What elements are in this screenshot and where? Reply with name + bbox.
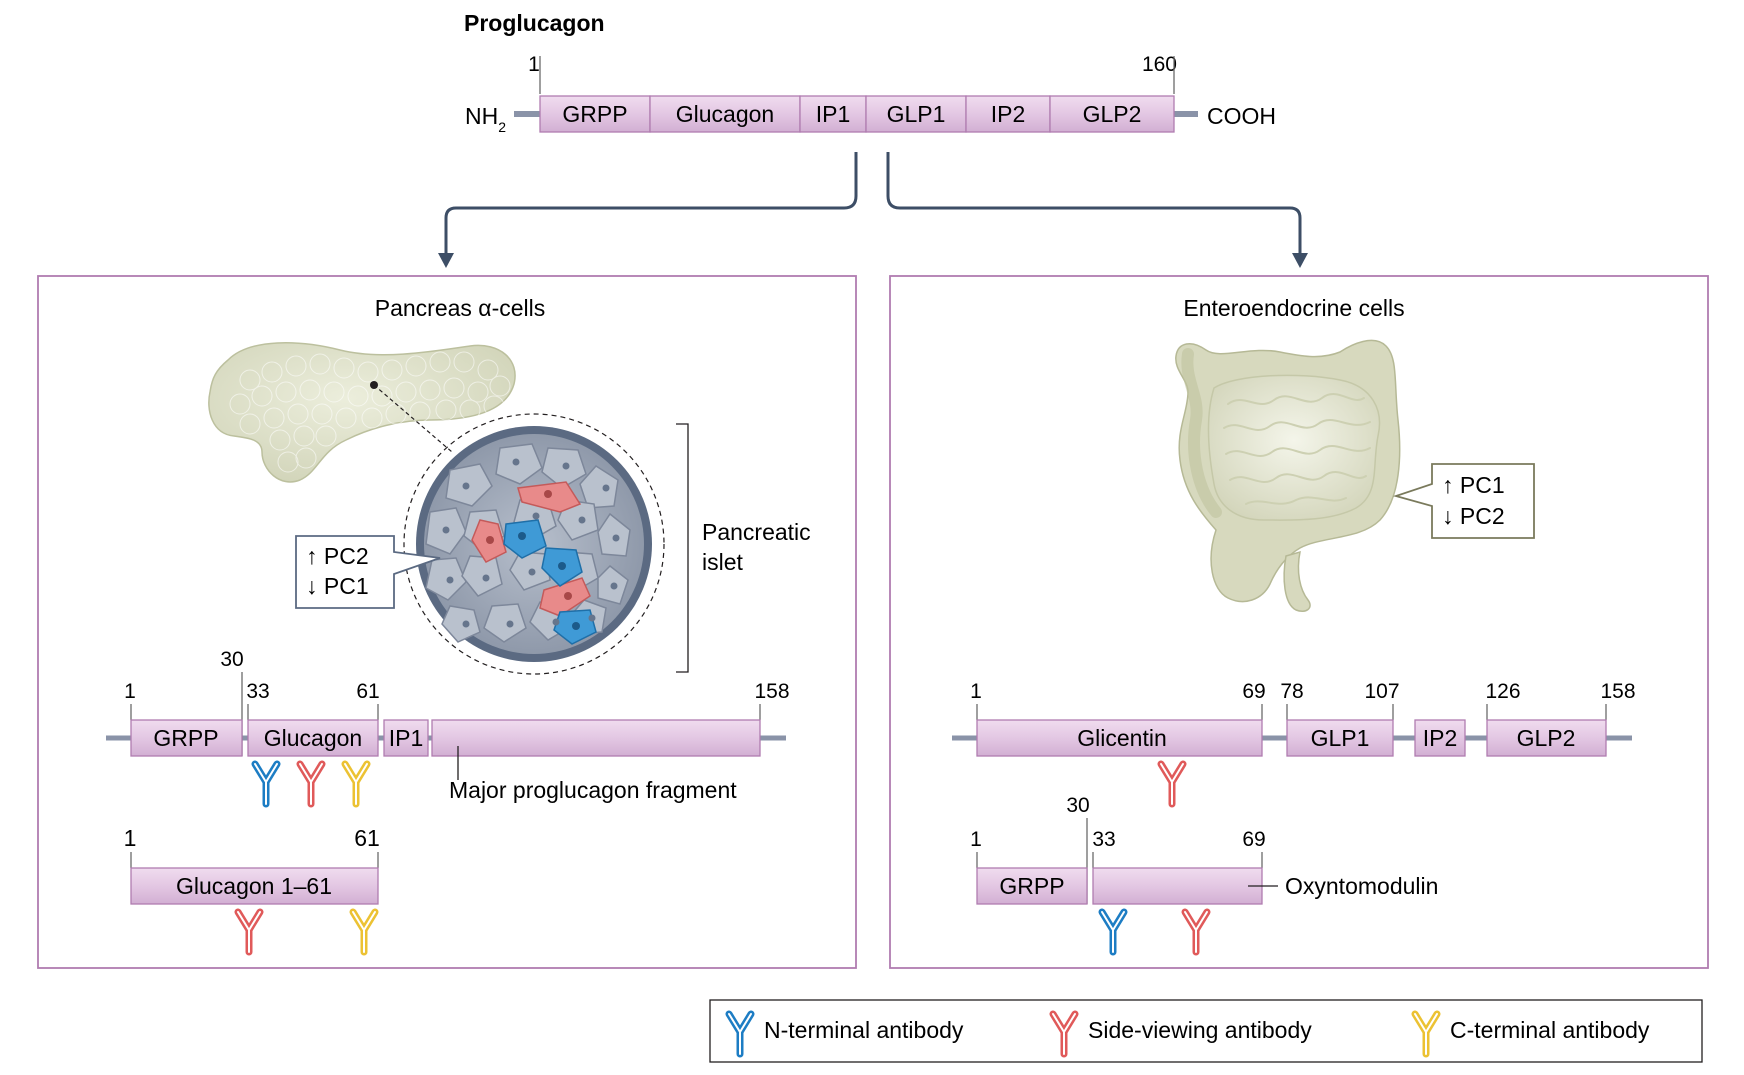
right-row1-num-1: 1 [970,680,982,703]
left-row1-num-158: 158 [754,680,789,703]
left-row1-segment-glucagon: Glucagon [264,725,362,751]
legend: N-terminal antibody Side-viewing antibod… [709,999,1703,1063]
oxyntomodulin-label: Oxyntomodulin [1285,873,1438,899]
left-row2-glucagon-1-61: 1 61 Glucagon 1–61 [124,825,380,952]
right-row1-segment-glp1: GLP1 [1311,725,1370,751]
right-row1-segment-ip2: IP2 [1423,725,1458,751]
right-row1-segment-glp2: GLP2 [1517,725,1576,751]
left-row1-segment-grpp: GRPP [153,725,218,751]
enteroendocrine-cells-panel: Enteroendocrine cells ↑ PC1 ↓ PC2 1 [889,275,1709,969]
right-enzyme-callout: ↑ PC1 ↓ PC2 [1392,463,1535,539]
pancreas-icon [208,342,516,483]
c-terminal-antibody-icon [345,764,367,804]
major-proglucagon-fragment-label: Major proglucagon fragment [449,777,737,803]
precursor-segment-glp1: GLP1 [887,101,946,127]
left-enzyme-callout: ↑ PC2 ↓ PC1 [295,535,441,609]
legend-n-terminal-label: N-terminal antibody [764,1017,964,1043]
right-row2-num-1: 1 [970,828,982,851]
right-arrowhead-icon [1292,253,1308,268]
side-viewing-antibody-icon-4 [1185,912,1207,952]
left-row1-num-30: 30 [220,648,243,671]
right-row1-num-107: 107 [1364,680,1399,703]
right-row2-num-33: 33 [1092,828,1115,851]
right-row1-fragments: 1 69 78 107 126 158 Glicentin GLP1 IP2 G… [952,680,1636,804]
side-viewing-antibody-icon [300,764,322,804]
precursor-segment-glp2: GLP2 [1083,101,1142,127]
c-terminal-antibody-icon-2 [353,912,375,952]
right-arrow [886,152,1302,258]
n-terminal-antibody-icon-2 [1102,912,1124,952]
right-row1-num-78: 78 [1280,680,1303,703]
right-row1-segment-glicentin: Glicentin [1077,725,1166,751]
precursor-segment-ip2: IP2 [991,101,1026,127]
precursor-segment-ip1: IP1 [816,101,851,127]
left-row1-num-33: 33 [246,680,269,703]
legend-c-terminal-label: C-terminal antibody [1450,1017,1650,1043]
left-enzyme-down: ↓ PC1 [306,573,369,599]
right-enzyme-down: ↓ PC2 [1442,503,1505,529]
right-row2-num-69: 69 [1242,828,1265,851]
side-viewing-antibody-icon-2 [238,912,260,952]
n-terminal-antibody-icon [255,764,277,804]
c-terminus-label: COOH [1207,103,1276,129]
left-row2-num-1: 1 [124,825,137,851]
precursor-segment-glucagon: Glucagon [676,101,774,127]
islet-label-2: islet [702,549,744,575]
right-row2-segment-grpp: GRPP [999,873,1064,899]
right-row2-num-30: 30 [1066,794,1089,817]
proglucagon-precursor: Proglucagon 1 160 NH2 COOH GRPP Glucagon… [464,10,1276,135]
left-row1-num-1: 1 [124,680,136,703]
right-row1-num-69: 69 [1242,680,1265,703]
right-row2-oxyntomodulin: 1 30 33 69 GRPP Oxyntomodulin [970,794,1438,952]
processing-arrows [444,152,1302,258]
legend-side-viewing-label: Side-viewing antibody [1088,1017,1312,1043]
intestine-icon [1175,339,1401,612]
left-panel-title: Pancreas α-cells [375,295,546,321]
pancreatic-islet-icon [403,413,665,675]
pancreas-alpha-cells-panel: Pancreas α-cells [37,275,857,969]
islet-label: Pancreatic [702,519,811,545]
left-row1-segment-ip1: IP1 [389,725,424,751]
right-enzyme-up: ↑ PC1 [1442,472,1505,498]
precursor-start-number: 1 [528,53,540,76]
right-panel-title: Enteroendocrine cells [1183,295,1404,321]
left-row1-num-61: 61 [356,680,379,703]
left-row2-num-61: 61 [354,825,380,851]
left-row1-fragments: 1 30 33 61 158 GRPP Glucagon IP1 Major p… [106,648,790,804]
islet-bracket [676,423,689,673]
precursor-title: Proglucagon [464,10,605,36]
n-terminus-label: NH2 [465,103,506,135]
left-arrowhead-icon [438,253,454,268]
glucagon-1-61-label: Glucagon 1–61 [176,873,332,899]
left-arrow [444,152,858,258]
side-viewing-antibody-icon-3 [1161,764,1183,804]
left-enzyme-up: ↑ PC2 [306,543,369,569]
precursor-end-number: 160 [1142,53,1177,76]
precursor-segment-grpp: GRPP [562,101,627,127]
right-row1-num-158: 158 [1600,680,1635,703]
right-row1-num-126: 126 [1485,680,1520,703]
